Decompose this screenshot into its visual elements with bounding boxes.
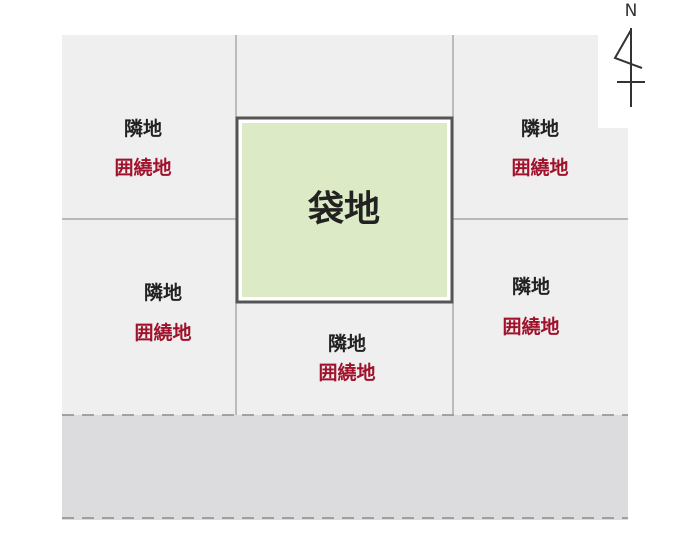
north-label: N <box>625 1 638 21</box>
neighbor-sublabel: 囲繞地 <box>511 156 568 179</box>
road <box>62 415 628 520</box>
neighbor-sublabel: 囲繞地 <box>318 361 375 384</box>
neighbor-sublabel: 囲繞地 <box>134 321 191 344</box>
neighbor-label: 隣地 <box>328 332 366 355</box>
neighbor-label: 隣地 <box>521 117 559 140</box>
north-arrow-icon <box>613 28 645 107</box>
target-lot <box>242 123 447 297</box>
neighbor-label: 隣地 <box>512 275 550 298</box>
neighbor-label: 隣地 <box>124 117 162 140</box>
neighbor-sublabel: 囲繞地 <box>114 156 171 179</box>
target-lot-label: 袋地 <box>307 189 380 230</box>
neighbor-sublabel: 囲繞地 <box>502 315 559 338</box>
neighbor-label: 隣地 <box>144 281 182 304</box>
